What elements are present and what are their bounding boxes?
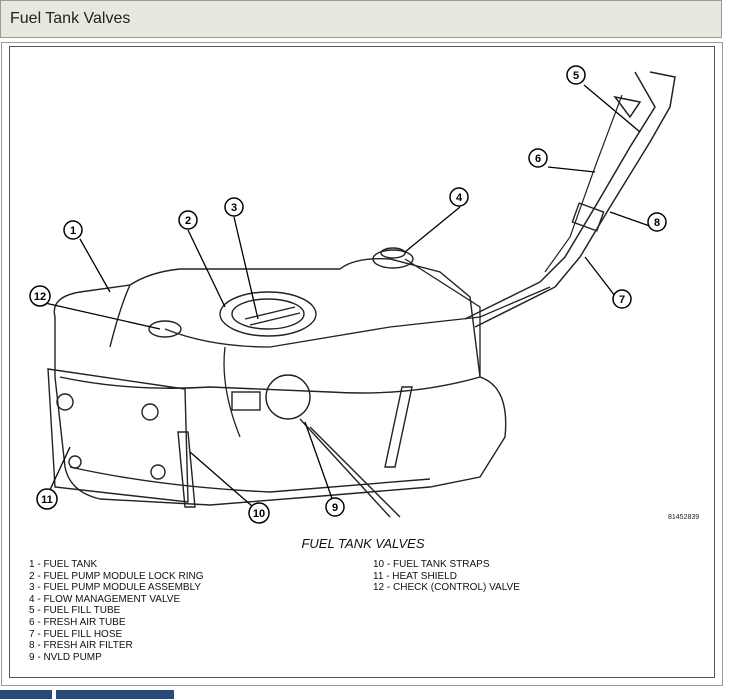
callout-7-label: 7 [619, 294, 625, 306]
legend-item: 6 - FRESH AIR TUBE [29, 616, 126, 628]
legend-item: 8 - FRESH AIR FILTER [29, 640, 133, 652]
diagram-figure: 1 2 3 4 5 6 7 8 9 10 11 12 81452839 FUEL… [9, 46, 715, 678]
legend-item: 10 - FUEL TANK STRAPS [373, 559, 490, 570]
window-titlebar: Fuel Tank Valves [0, 0, 722, 38]
legend-item: 11 - HEAT SHIELD [373, 570, 457, 582]
fuel-tank-body [53, 258, 507, 506]
fresh-air-tube [544, 94, 623, 273]
nvld-pump [231, 374, 401, 518]
legend-item: 4 - FLOW MANAGEMENT VALVE [29, 593, 181, 605]
bottom-tab[interactable] [56, 690, 174, 699]
legend-item: 9 - NVLD PUMP [29, 651, 102, 663]
callout-3: 3 [224, 197, 244, 217]
callout-3-label: 3 [231, 202, 237, 214]
figure-id: 81452839 [668, 514, 700, 521]
callout-5: 5 [566, 65, 586, 85]
tank-straps [177, 386, 413, 508]
callout-12-label: 12 [34, 291, 46, 303]
fuel-pump-module [219, 291, 317, 337]
callout-9: 9 [325, 497, 345, 517]
figure-caption: FUEL TANK VALVES [301, 536, 425, 551]
legend-column-1: 1 - FUEL TANK 2 - FUEL PUMP MODULE LOCK … [29, 559, 203, 663]
window-title: Fuel Tank Valves [10, 10, 131, 27]
callout-12: 12 [29, 285, 51, 307]
legend-column-2: 10 - FUEL TANK STRAPS 11 - HEAT SHIELD 1… [373, 559, 520, 594]
callout-1-label: 1 [70, 225, 76, 237]
callout-9-label: 9 [332, 502, 338, 514]
callout-5-label: 5 [573, 70, 579, 82]
callout-1: 1 [63, 220, 83, 240]
callout-11: 11 [36, 488, 58, 510]
callout-10-label: 10 [253, 508, 265, 520]
fresh-air-filter [571, 202, 605, 232]
leader-lines [44, 84, 659, 514]
legend-item: 1 - FUEL TANK [29, 559, 98, 570]
callout-11-label: 11 [41, 494, 53, 506]
callout-10: 10 [248, 502, 270, 524]
callout-7: 7 [612, 289, 632, 309]
check-valve [148, 320, 182, 338]
legend-item: 7 - FUEL FILL HOSE [29, 628, 123, 640]
callout-8-label: 8 [654, 217, 660, 229]
legend-item: 5 - FUEL FILL TUBE [29, 605, 121, 617]
callout-6-label: 6 [535, 153, 541, 165]
legend-item: 3 - FUEL PUMP MODULE ASSEMBLY [29, 582, 202, 594]
callout-4: 4 [449, 187, 469, 207]
fuel-tank-drawing: 1 2 3 4 5 6 7 8 9 10 11 12 [29, 65, 676, 524]
vapor-lines [164, 258, 551, 438]
callout-4-label: 4 [456, 192, 463, 204]
callout-8: 8 [647, 212, 667, 232]
callout-6: 6 [528, 148, 548, 168]
flow-management-valve [372, 247, 414, 269]
legend-item: 12 - CHECK (CONTROL) VALVE [373, 582, 520, 594]
heat-shield [47, 368, 189, 503]
callout-2: 2 [178, 210, 198, 230]
bottom-tab-strip [0, 690, 730, 699]
callout-2-label: 2 [185, 215, 191, 227]
legend-item: 2 - FUEL PUMP MODULE LOCK RING [29, 570, 204, 582]
fuel-fill-tube [464, 71, 676, 328]
bottom-tab[interactable] [0, 690, 52, 699]
